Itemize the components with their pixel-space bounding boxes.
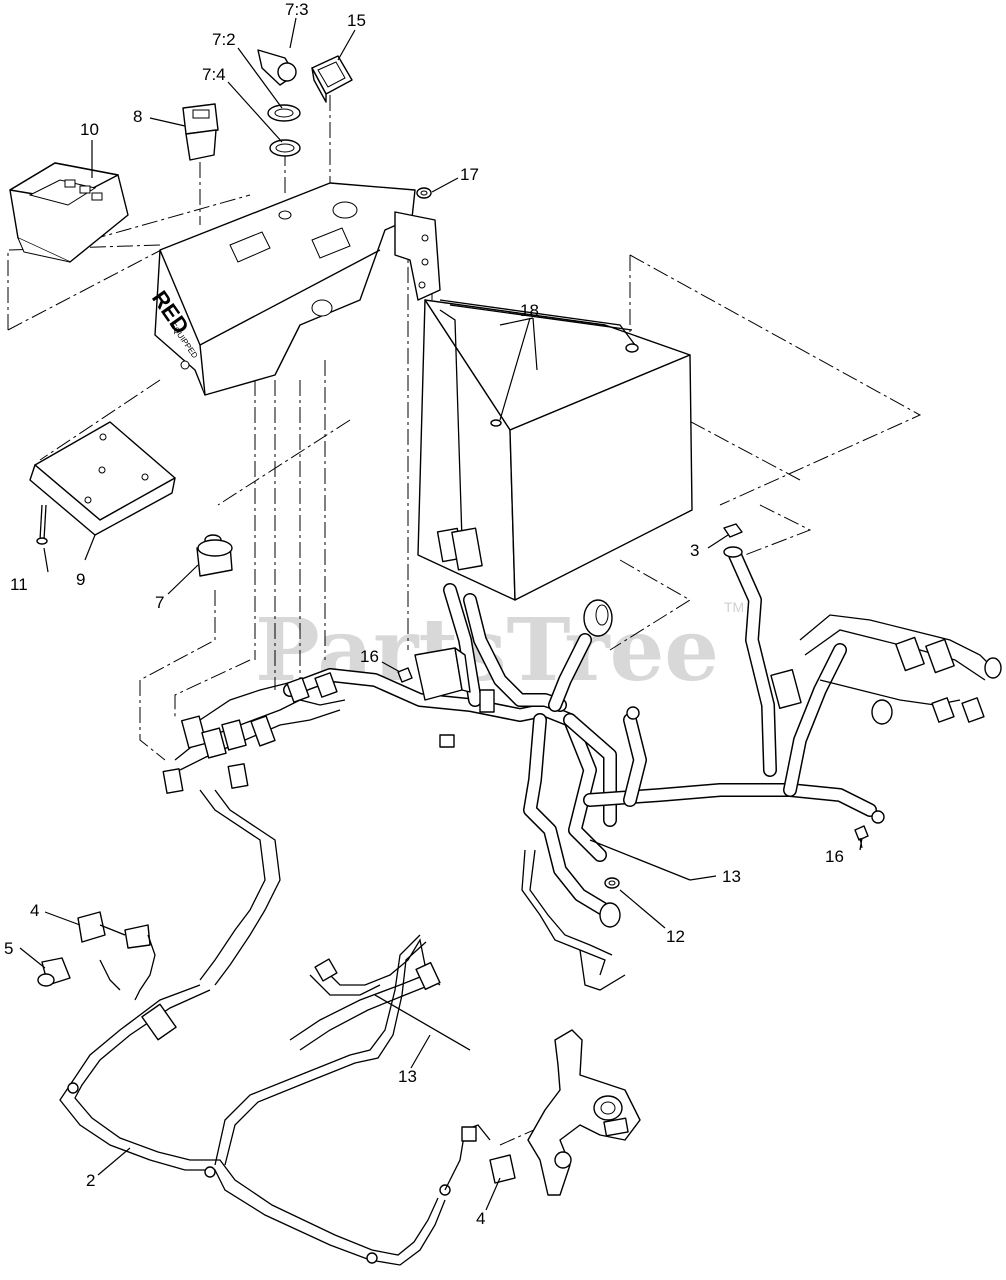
callouts: 7:3 15 7:2 7:4 8 10 17 18 3 11 9 7 16 16… [4,0,844,1228]
callout-3: 3 [690,541,699,560]
callout-16-a: 16 [360,647,379,666]
callout-7-2: 7:2 [212,30,236,49]
callout-12: 12 [666,927,685,946]
relay-block [414,527,495,748]
battery [417,299,693,601]
callout-15: 15 [347,11,366,30]
left-connector-cluster [162,672,346,986]
callout-16-b: 16 [825,847,844,866]
callout-9: 9 [76,570,85,589]
callout-13-a: 13 [722,867,741,886]
main-harness [283,583,877,991]
lower-harness [59,934,491,1266]
callout-11: 11 [10,575,28,594]
switch-8 [182,103,219,161]
key-switch-parts [257,49,301,157]
callout-10: 10 [80,120,99,139]
switch-connector-4a [77,911,156,1001]
controller-module [29,421,176,536]
callout-7-3: 7:3 [285,0,309,19]
callout-7: 7 [155,593,164,612]
watermark-trademark: TM [724,599,744,615]
rocker-switch [311,55,353,103]
callout-2: 2 [86,1171,95,1190]
callout-4-a: 4 [30,901,39,920]
screw-11 [36,504,48,545]
key-switch-7 [196,534,233,577]
lower-bracket [461,1029,641,1196]
sensor-5 [37,957,71,987]
callout-4-b: 4 [476,1209,485,1228]
callout-18: 18 [520,301,539,320]
callout-5: 5 [4,939,13,958]
washer-17 [416,187,432,199]
ring-terminals [583,599,885,928]
callout-7-4: 7:4 [202,65,226,84]
right-connector-cluster [770,614,1002,725]
battery-cable-3 [723,523,777,777]
callout-17: 17 [460,165,479,184]
bolts-16 [397,667,869,851]
control-panel: RED EQUIPPED [147,182,441,396]
callout-13-b: 13 [398,1067,417,1086]
callout-8: 8 [133,107,142,126]
display-module [9,162,129,263]
leader-lines [19,17,863,1211]
